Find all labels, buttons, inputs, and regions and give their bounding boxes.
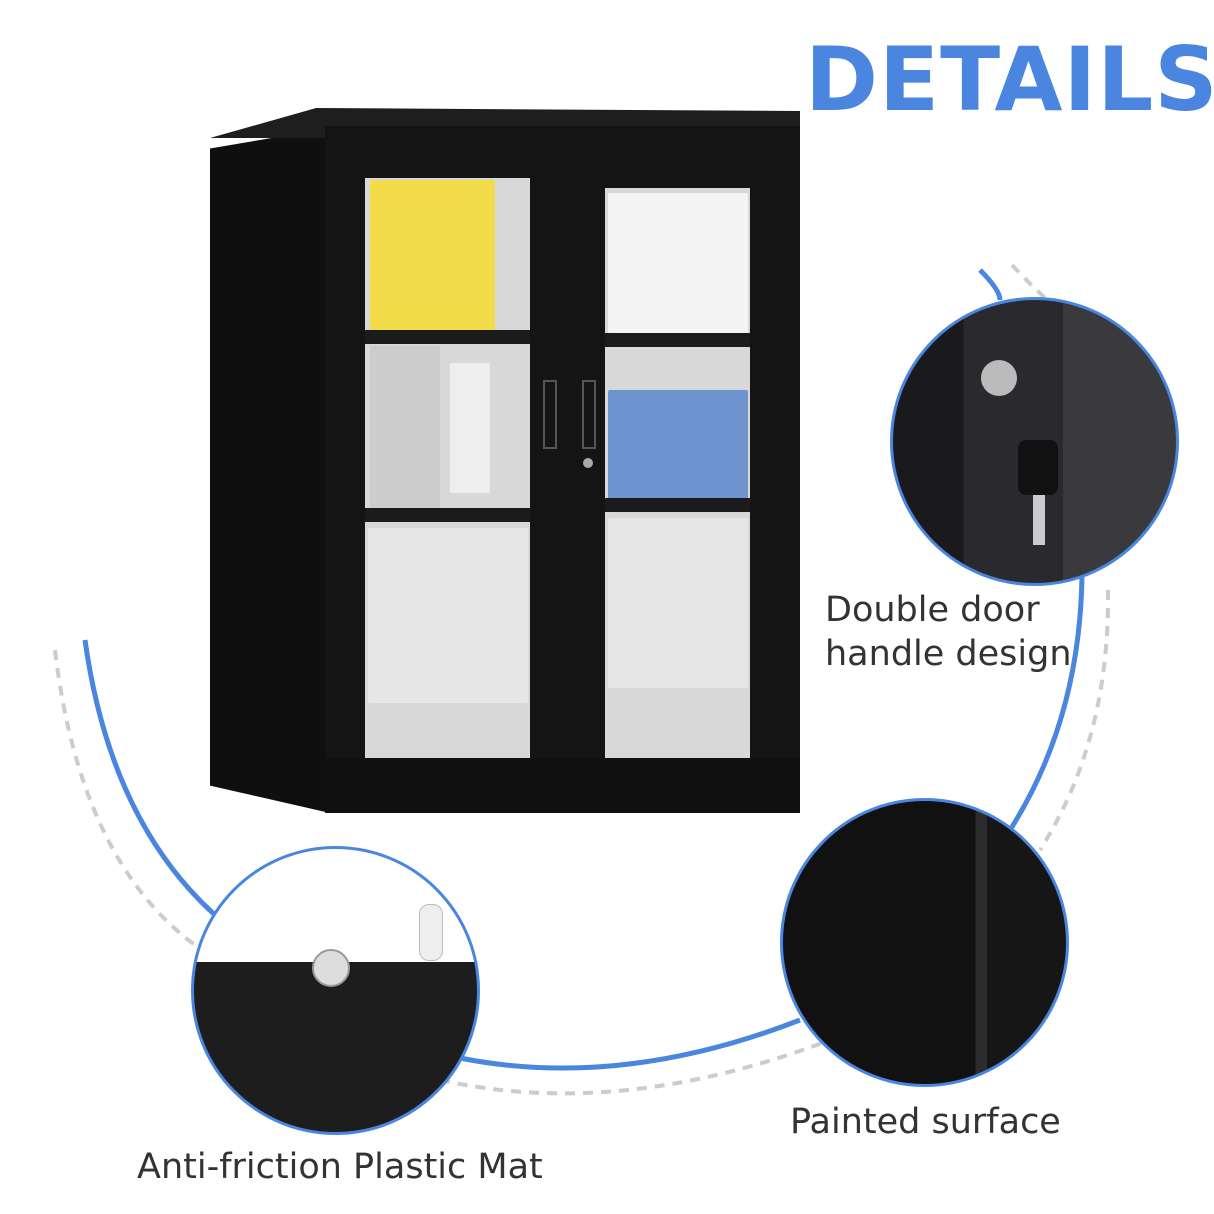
detail-surface-circle <box>780 798 1069 1087</box>
feature-label-surface: Painted surface <box>790 1102 1061 1142</box>
lock-icon <box>583 458 593 468</box>
key-icon <box>981 360 1017 396</box>
page-title: DETAILS <box>805 28 1214 131</box>
detail-mat-circle <box>191 846 480 1135</box>
feature-label-handle: Double door handle design <box>825 588 1072 676</box>
label-line: handle design <box>825 634 1072 674</box>
dashed-arc <box>1038 589 1111 852</box>
blue-arc <box>82 639 217 917</box>
blue-arc <box>459 1017 801 1071</box>
blue-arc <box>978 268 1003 301</box>
detail-lock-circle <box>890 297 1179 586</box>
dashed-arc <box>439 1038 831 1096</box>
label-line: Double door <box>825 590 1040 630</box>
door-handle <box>582 380 596 449</box>
door-handle <box>543 380 557 449</box>
dashed-arc <box>53 649 197 947</box>
blue-arc <box>1007 574 1085 832</box>
feature-label-mat: Anti-friction Plastic Mat <box>137 1147 543 1187</box>
cabinet-image <box>210 108 800 813</box>
